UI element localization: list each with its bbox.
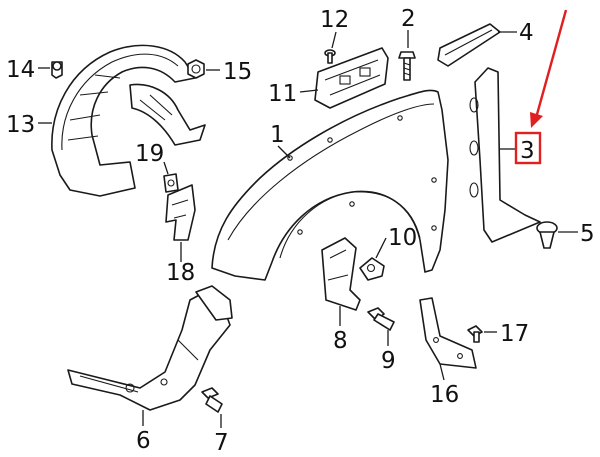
callout-1: 1 [270, 122, 285, 148]
push-clip-part-5[interactable] [536, 221, 558, 249]
callout-7: 7 [214, 430, 229, 456]
callout-4: 4 [519, 20, 534, 46]
callout-14: 14 [6, 57, 35, 83]
highlight-pointer-head [530, 112, 543, 128]
front-fender-part[interactable] [211, 89, 449, 281]
clip-part-14[interactable] [51, 61, 63, 79]
callout-13: 13 [6, 112, 35, 138]
callout-6: 6 [136, 428, 151, 454]
bolt-part-17[interactable] [467, 325, 483, 343]
pin-part-12[interactable] [324, 49, 336, 64]
callout-9: 9 [381, 348, 396, 374]
callout-18: 18 [166, 260, 195, 286]
callout-11: 11 [268, 81, 297, 107]
nut-part-15[interactable] [187, 59, 205, 79]
callout-2: 2 [401, 6, 416, 32]
callout-12: 12 [320, 7, 349, 33]
callout-16: 16 [430, 382, 459, 408]
bracket-part-18[interactable] [165, 184, 196, 241]
bolt-part-7[interactable] [201, 387, 223, 413]
bracket-part-8[interactable] [321, 237, 361, 311]
callout-5: 5 [580, 221, 595, 247]
highlight-box [514, 131, 542, 165]
callout-19: 19 [135, 141, 164, 167]
callout-10: 10 [388, 225, 417, 251]
bolt-part-9[interactable] [367, 307, 395, 331]
fender-liner-part[interactable] [51, 44, 206, 197]
bracket-part-16[interactable] [419, 297, 477, 369]
moulding-part-4[interactable] [437, 23, 501, 67]
leader-lines [38, 30, 578, 428]
highlight-marker [514, 9, 568, 165]
callout-15: 15 [223, 59, 252, 85]
bolt-part-2[interactable] [398, 51, 416, 81]
callout-17: 17 [500, 321, 529, 347]
callout-3: 3 [520, 138, 535, 164]
bracket-part-11[interactable] [314, 47, 389, 109]
support-frame-part-6[interactable] [67, 285, 233, 411]
seal-part-3[interactable] [469, 67, 541, 243]
nut-part-10[interactable] [359, 257, 385, 281]
callout-labels: 1 2 3 4 5 6 7 8 9 10 11 12 13 14 15 16 1… [6, 6, 595, 456]
clip-part-19[interactable] [163, 173, 179, 193]
highlight-pointer-line [534, 9, 568, 119]
callout-8: 8 [333, 328, 348, 354]
